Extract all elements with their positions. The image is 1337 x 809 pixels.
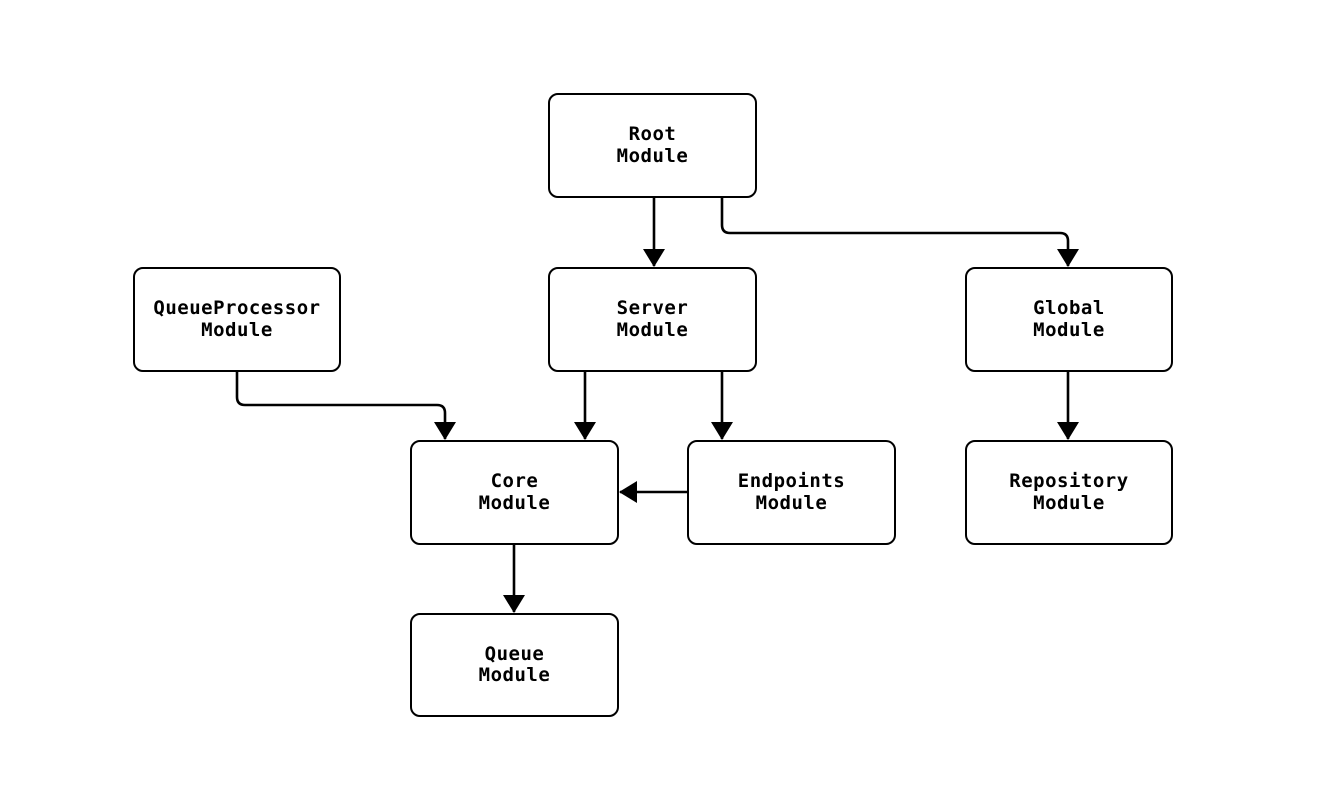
- node-label-line1: Server: [616, 297, 689, 319]
- node-server-module: Server Module: [548, 267, 757, 372]
- edge-queueprocessor-to-core: [235, 372, 456, 440]
- node-label-line2: Module: [755, 491, 828, 514]
- node-label-line2: Module: [616, 144, 689, 167]
- node-label-line2: Module: [201, 318, 273, 341]
- node-label-line1: Root: [628, 123, 677, 145]
- node-queueprocessor-module: QueueProcessor Module: [133, 267, 341, 372]
- node-global-module: Global Module: [965, 267, 1173, 372]
- node-label-line2: Module: [1033, 318, 1105, 341]
- node-label-line2: Module: [1033, 491, 1105, 514]
- node-endpoints-module: Endpoints Module: [687, 440, 896, 545]
- node-core-module: Core Module: [410, 440, 619, 545]
- node-label-line1: Repository: [1009, 470, 1129, 492]
- node-label-line1: QueueProcessor: [153, 297, 321, 319]
- node-queue-module: Queue Module: [410, 613, 619, 717]
- edge-root-to-global: [720, 198, 1079, 267]
- node-root-module: Root Module: [548, 93, 757, 198]
- node-label-line1: Queue: [484, 642, 545, 665]
- node-label-line2: Module: [478, 491, 551, 514]
- node-label-line1: Endpoints: [737, 470, 846, 492]
- node-label-line2: Module: [478, 664, 551, 686]
- node-repository-module: Repository Module: [965, 440, 1173, 545]
- node-label-line1: Global: [1033, 297, 1105, 319]
- node-label-line2: Module: [616, 318, 689, 341]
- node-label-line1: Core: [490, 470, 539, 492]
